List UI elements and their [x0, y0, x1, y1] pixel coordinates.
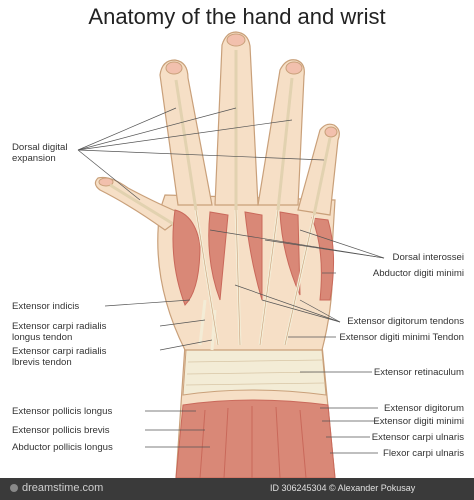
label-ecrb-tendon: Extensor carpi radialis lbrevis tendon [12, 346, 106, 368]
label-ecrl-line2: longus tendon [12, 332, 73, 343]
footer-bar: dreamstime.com ID 306245304 © Alexander … [0, 478, 474, 500]
label-extensor-digitorum: Extensor digitorum [384, 403, 464, 414]
logo-icon [10, 484, 18, 492]
index-finger [159, 59, 213, 206]
label-dorsal-digital-expansion: Dorsal digital expansion [12, 142, 67, 164]
image-id-credit: ID 306245304 © Alexander Pokusay [270, 483, 416, 493]
label-abductor-pollicis-longus: Abductor pollicis longus [12, 442, 113, 453]
label-ecrb-line2: lbrevis tendon [12, 357, 72, 368]
label-extensor-digiti-minimi: Extensor digiti minimi [373, 416, 464, 427]
label-ecrl-tendon: Extensor carpi radialis longus tendon [12, 321, 106, 343]
label-extensor-pollicis-brevis: Extensor pollicis brevis [12, 425, 110, 436]
label-ecrl-line1: Extensor carpi radialis [12, 321, 107, 332]
hand-wrist-illustration [77, 31, 385, 478]
label-dorsal-interossei: Dorsal interossei [392, 252, 464, 263]
ring-finger [257, 59, 305, 206]
diagram-title: Anatomy of the hand and wrist [88, 4, 386, 29]
label-ecrb-line1: Extensor carpi radialis [12, 346, 107, 357]
abductor-digiti-minimi-muscle [311, 217, 335, 301]
label-abductor-digiti-minimi: Abductor digiti minimi [372, 268, 464, 279]
label-extensor-digiti-minimi-tendon: Extensor digiti minimi Tendon [339, 332, 464, 343]
logo-text: dreamstime.com [22, 482, 104, 494]
first-dorsal-interosseous [172, 209, 201, 306]
label-extensor-carpi-ulnaris: Extensor carpi ulnaris [371, 432, 464, 443]
label-dorsal-digital-expansion-line1: Dorsal digital [12, 142, 68, 153]
label-dorsal-digital-expansion-line2: expansion [12, 153, 56, 164]
forearm-muscles [175, 399, 336, 478]
label-flexor-carpi-ulnaris: Flexor carpi ulnaris [382, 448, 464, 459]
extensor-retinaculum [182, 344, 327, 396]
dreamstime-logo: dreamstime.com [10, 482, 103, 494]
label-extensor-retinaculum: Extensor retinaculum [373, 367, 464, 378]
label-extensor-pollicis-longus: Extensor pollicis longus [12, 406, 113, 417]
label-extensor-digitorum-tendons: Extensor digitorum tendons [347, 316, 464, 327]
label-extensor-indicis: Extensor indicis [12, 301, 80, 312]
